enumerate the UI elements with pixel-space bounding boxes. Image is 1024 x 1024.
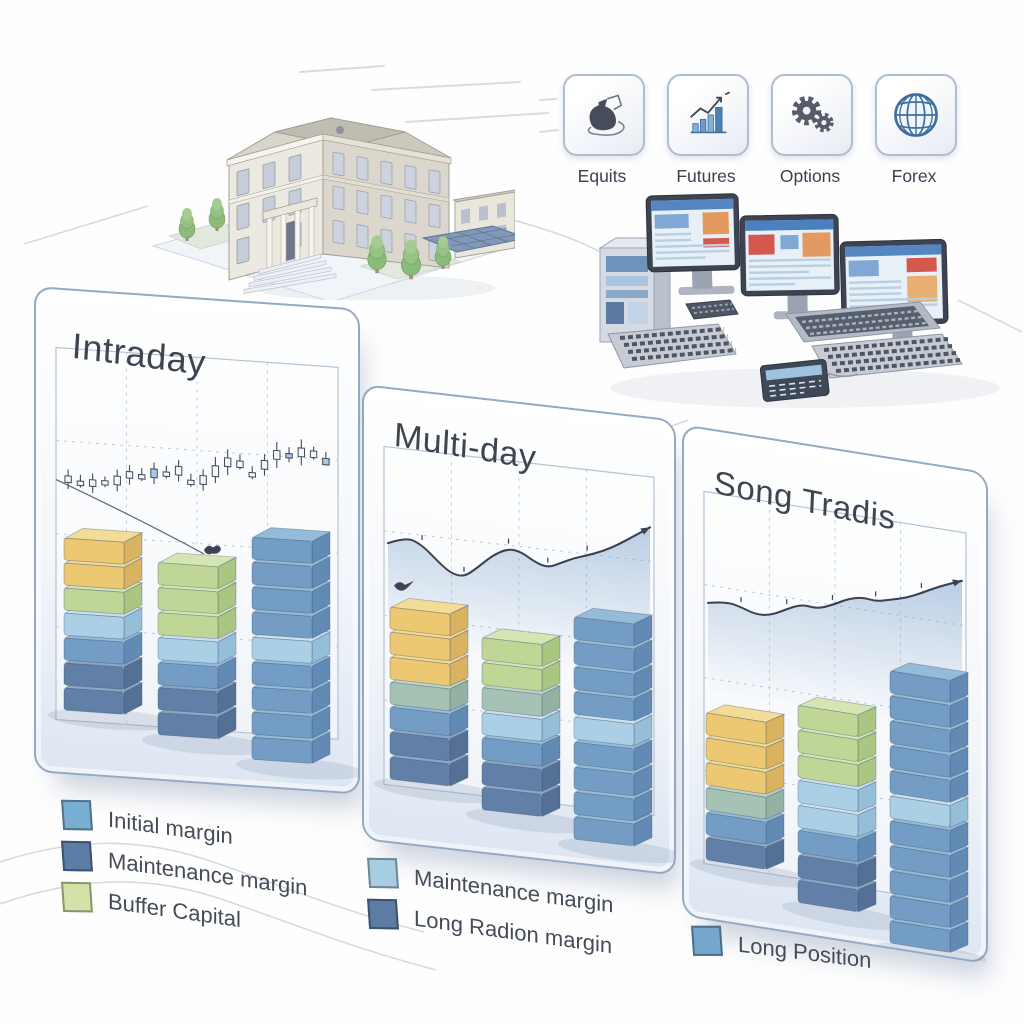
- money-bag-icon: [587, 94, 625, 136]
- trend-bars-icon: [690, 91, 731, 134]
- margin-bar-stack: [389, 597, 470, 787]
- globe-icon: [894, 93, 938, 137]
- legend-swatch: [61, 840, 93, 872]
- number-pad: [685, 299, 739, 320]
- margin-bar-stack: [797, 696, 878, 913]
- trading-desk-illustration: [598, 193, 1000, 408]
- gears-icon: [791, 96, 834, 133]
- margin-bar-stack: [63, 528, 144, 715]
- instrument-card-options[interactable]: [771, 74, 853, 156]
- instrument-card-equits[interactable]: [563, 74, 645, 156]
- legend-swatch: [61, 881, 93, 913]
- keyboard: [607, 323, 737, 369]
- trees-right: [367, 235, 452, 280]
- legend-swatch: [61, 799, 93, 831]
- keyboard: [785, 301, 941, 343]
- margin-bar-stack: [251, 527, 332, 765]
- instrument-card-forex[interactable]: [875, 74, 957, 156]
- panel-chart-canvas: [374, 445, 674, 863]
- margin-bar-stack: [705, 704, 786, 870]
- margin-bar-stack: [573, 607, 654, 847]
- instrument-card-label: Equits: [577, 166, 627, 186]
- panel-intraday: Intraday: [34, 286, 360, 795]
- panel-multi-day: Multi-day: [362, 384, 676, 876]
- panel-chart-canvas: [48, 346, 358, 780]
- calculator: [759, 358, 858, 402]
- trading-monitor: [645, 193, 741, 296]
- entrance-steps: [243, 253, 337, 294]
- trading-monitor: [739, 213, 840, 320]
- legend-swatch: [691, 925, 723, 956]
- legend-swatch: [367, 857, 399, 889]
- legend-swatch: [367, 898, 399, 930]
- legend-label: Buffer Capital: [108, 888, 241, 933]
- margin-bar-stack: [481, 628, 562, 818]
- instrument-card-label: Futures: [676, 166, 736, 186]
- exchange-building-illustration: [151, 117, 515, 300]
- building-main: [226, 117, 452, 281]
- panel-chart-canvas: [690, 490, 986, 963]
- entrance-portico: [243, 197, 337, 294]
- instrument-card-label: Forex: [891, 166, 937, 186]
- instrument-card-futures[interactable]: [667, 74, 749, 156]
- windows-right-face: [332, 151, 441, 263]
- margin-bar-stack: [889, 662, 970, 954]
- margin-bar-stack: [157, 552, 238, 740]
- instrument-card-label: Options: [779, 166, 841, 186]
- keyboard: [811, 333, 963, 379]
- panel-long-trades: Song Tradis: [682, 424, 988, 965]
